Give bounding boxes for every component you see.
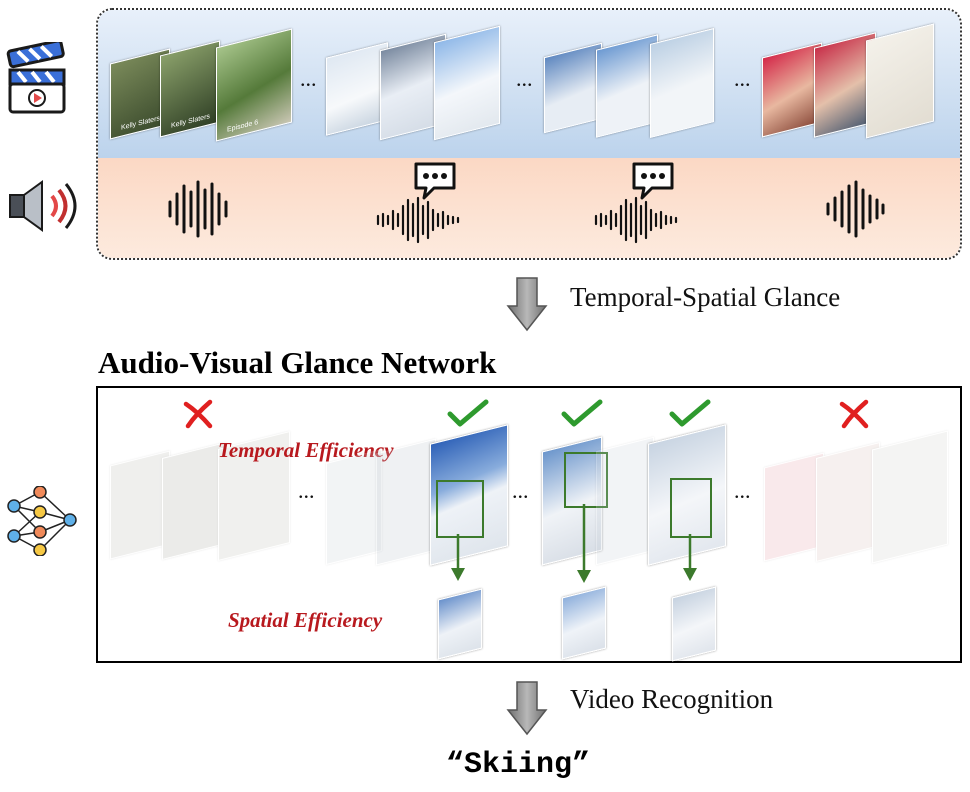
discarded-frame [326,449,382,565]
waveform-icon [826,180,885,238]
glance-label: Temporal-Spatial Glance [570,282,841,312]
down-arrow-icon [506,681,548,736]
speech-bubble-icon [632,162,674,200]
discarded-frame [596,436,654,566]
down-arrow-icon [506,277,548,332]
down-arrow-icon [683,534,697,581]
video-frame [650,28,714,138]
video-stream-band: Kelly Slaters Kelly Slaters Episode 6 ..… [98,10,960,158]
video-frame [596,34,658,138]
spatial-crop-box [670,478,712,538]
ellipsis: ... [300,66,317,91]
recognition-label: Video Recognition [570,684,774,714]
video-frame: Kelly Slaters [160,40,220,138]
cropped-patch [672,586,716,662]
frame-caption: Episode 6 [227,118,259,134]
cross-icon [183,399,213,429]
clapperboard-icon [6,42,66,114]
video-frame [544,42,602,134]
frame-caption: Kelly Slaters [171,113,210,130]
video-frame [326,42,388,136]
speaker-icon [9,180,77,232]
recognition-result: “Skiing” [446,748,591,782]
spatial-crop-box [436,480,484,538]
cropped-patch [438,588,482,660]
checkmark-icon [669,399,711,427]
spatial-efficiency-label: Spatial Efficiency [228,608,383,632]
temporal-efficiency-label: Temporal Efficiency [218,438,394,462]
discarded-frame [376,438,436,566]
neural-network-icon [7,486,77,556]
down-arrow-icon [577,504,591,583]
network-title: Audio-Visual Glance Network [98,345,497,380]
checkmark-icon [561,399,603,427]
checkmark-icon [447,399,489,427]
ellipsis: ... [512,478,529,503]
cross-icon [839,399,869,429]
ellipsis: ... [298,478,315,503]
video-frame [866,23,934,139]
spatial-crop-box [564,452,608,508]
waveform-icon [594,196,678,244]
ellipsis: ... [734,66,751,91]
ellipsis: ... [734,478,751,503]
down-arrow-icon [451,534,465,581]
input-video-audio-panel: Kelly Slaters Kelly Slaters Episode 6 ..… [96,8,962,260]
speech-bubble-icon [414,162,456,200]
frame-caption: Kelly Slaters [121,115,160,132]
video-frame [762,42,822,138]
network-panel [96,386,962,663]
discarded-frame-group [760,418,960,568]
waveform-icon [376,196,460,244]
video-frame [434,25,500,141]
audio-stream-band [98,158,960,258]
video-frame: Episode 6 [216,28,292,142]
waveform-icon [168,180,228,238]
ellipsis: ... [516,66,533,91]
cropped-patch [562,586,606,660]
